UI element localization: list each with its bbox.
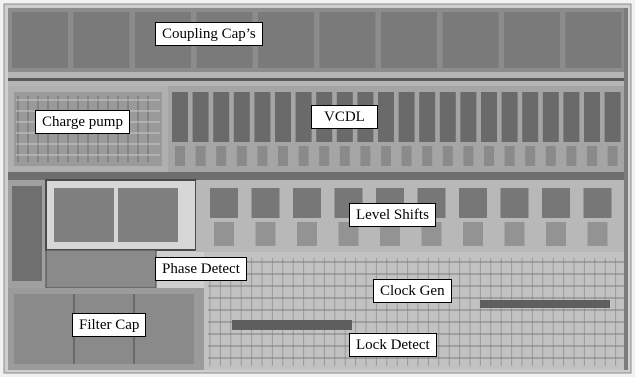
vcdl-cell (192, 92, 209, 142)
vcdl-cell-tap (278, 146, 288, 166)
vcdl-cell-tap (175, 146, 185, 166)
coupling-cap-cell (565, 12, 622, 68)
label-level-shifts: Level Shifts (349, 203, 436, 227)
level-shift-cell-lower (255, 222, 276, 246)
vcdl-cell-tap (463, 146, 474, 166)
label-vcdl: VCDL (311, 105, 378, 129)
vcdl-cell-tap (195, 146, 206, 166)
vcdl-cell-tap (587, 146, 597, 166)
vcdl-cell (275, 92, 291, 142)
vcdl-cell (233, 92, 250, 142)
label-lock-detect: Lock Detect (349, 333, 437, 357)
level-shift-cell-lower (214, 222, 234, 246)
vcdl-cell-tap (422, 146, 433, 166)
vcdl-cell-tap (484, 146, 494, 166)
vcdl-cell-tap (319, 146, 330, 166)
vcdl-cell (522, 92, 539, 142)
vcdl-cell-tap (504, 146, 515, 166)
level-shift-cell (293, 188, 321, 218)
vcdl-cell-tap (442, 146, 453, 166)
coupling-cap-cell (504, 12, 560, 68)
vcdl-cell-tap (298, 146, 309, 166)
vcdl-cell (439, 92, 456, 142)
label-charge-pump: Charge pump (35, 110, 130, 134)
vcdl-cell (295, 92, 312, 142)
vcdl-cell (378, 92, 394, 142)
vcdl-block (168, 86, 628, 172)
label-coupling-caps: Coupling Cap’s (155, 22, 263, 46)
label-filter-cap: Filter Cap (72, 313, 147, 337)
vcdl-cell-tap (381, 146, 391, 166)
level-shift-cell-lower (587, 222, 608, 246)
vcdl-cell-tap (525, 146, 536, 166)
coupling-cap-array (8, 8, 628, 72)
coupling-cap-cell (258, 12, 314, 68)
level-shift-cell (500, 188, 529, 218)
vcdl-cell (604, 92, 621, 142)
vcdl-cell-tap (401, 146, 412, 166)
logic-bus (232, 320, 352, 330)
vcdl-cell (501, 92, 518, 142)
coupling-cap-cell (73, 12, 130, 68)
level-shift-cell-lower (504, 222, 525, 246)
vcdl-cell-tap (236, 146, 247, 166)
vcdl-cell-tap (339, 146, 350, 166)
level-shift-cell (542, 188, 570, 218)
vcdl-cell (213, 92, 230, 142)
label-phase-detect: Phase Detect (155, 257, 247, 281)
vcdl-cell-tap (566, 146, 577, 166)
level-shift-cell (251, 188, 280, 218)
level-shift-cell (583, 188, 612, 218)
vcdl-cell-tap (360, 146, 371, 166)
label-clock-gen: Clock Gen (373, 279, 452, 303)
level-shift-block (196, 180, 628, 252)
coupling-cap-cell (12, 12, 68, 68)
vcdl-cell-tap (257, 146, 268, 166)
level-shift-cell (459, 188, 487, 218)
coupling-cap-cell (442, 12, 499, 68)
coupling-cap-cell (319, 12, 376, 68)
level-shift-cell-lower (380, 222, 400, 246)
vcdl-cell (542, 92, 559, 142)
vcdl-cell (398, 92, 415, 142)
level-shift-cell-lower (546, 222, 566, 246)
vcdl-cell (584, 92, 600, 142)
vcdl-cell-tap (216, 146, 227, 166)
vcdl-cell-tap (545, 146, 556, 166)
vcdl-cell (563, 92, 580, 142)
logic-bus (480, 300, 610, 308)
vcdl-cell-tap (607, 146, 618, 166)
level-shift-cell (210, 188, 238, 218)
vcdl-cell (481, 92, 497, 142)
level-shift-cell-lower (297, 222, 317, 246)
vcdl-cell (460, 92, 477, 142)
level-shift-cell-lower (421, 222, 442, 246)
vcdl-cell (419, 92, 436, 142)
coupling-cap-cell (381, 12, 437, 68)
vcdl-cell (254, 92, 271, 142)
level-shift-cell-lower (463, 222, 483, 246)
level-shift-cell-lower (338, 222, 359, 246)
vcdl-cell (172, 92, 188, 142)
